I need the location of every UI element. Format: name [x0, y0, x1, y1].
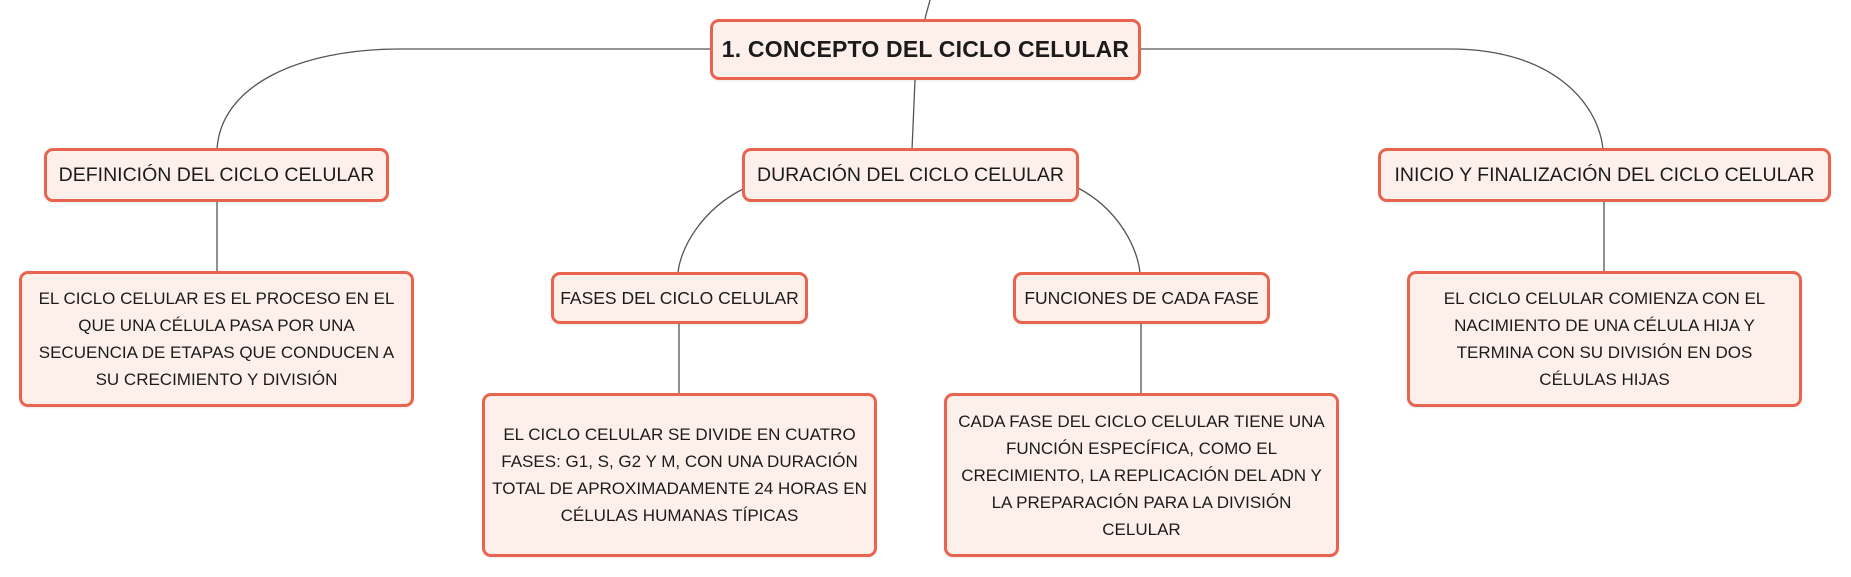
root-topic-label: 1. CONCEPTO DEL CICLO CELULAR	[721, 36, 1130, 62]
detail-funciones[interactable]: CADA FASE DEL CICLO CELULAR TIENE UNA FU…	[944, 393, 1339, 557]
topic-duracion-label: DURACIÓN DEL CICLO CELULAR	[756, 163, 1064, 186]
connector-duracion-to-funciones	[1077, 187, 1141, 274]
topic-funciones[interactable]: FUNCIONES DE CADA FASE	[1013, 272, 1270, 324]
topic-definicion[interactable]: DEFINICIÓN DEL CICLO CELULAR	[44, 148, 389, 202]
topic-funciones-label: FUNCIONES DE CADA FASE	[1024, 287, 1259, 308]
detail-inicio-text: EL CICLO CELULAR COMIENZA CON EL NACIMIE…	[1443, 289, 1766, 389]
topic-duracion[interactable]: DURACIÓN DEL CICLO CELULAR	[742, 148, 1079, 202]
connector-root-to-definicion	[216, 48, 710, 151]
topic-fases-label: FASES DEL CICLO CELULAR	[560, 287, 799, 308]
detail-inicio[interactable]: EL CICLO CELULAR COMIENZA CON EL NACIMIE…	[1407, 271, 1802, 407]
detail-definicion-text: EL CICLO CELULAR ES EL PROCESO EN EL QUE…	[38, 289, 395, 389]
connector-parent-to-root	[924, 0, 931, 20]
detail-definicion[interactable]: EL CICLO CELULAR ES EL PROCESO EN EL QUE…	[19, 271, 414, 407]
topic-definicion-label: DEFINICIÓN DEL CICLO CELULAR	[58, 163, 375, 186]
topic-fases[interactable]: FASES DEL CICLO CELULAR	[551, 272, 808, 324]
connector-root-to-duracion	[911, 79, 916, 151]
root-topic[interactable]: 1. CONCEPTO DEL CICLO CELULAR	[710, 19, 1141, 80]
topic-inicio[interactable]: INICIO Y FINALIZACIÓN DEL CICLO CELULAR	[1378, 148, 1831, 202]
detail-fases-text: EL CICLO CELULAR SE DIVIDE EN CUATRO FAS…	[492, 425, 867, 525]
detail-funciones-text: CADA FASE DEL CICLO CELULAR TIENE UNA FU…	[958, 411, 1325, 539]
detail-fases[interactable]: EL CICLO CELULAR SE DIVIDE EN CUATRO FAS…	[482, 393, 877, 557]
connector-root-to-inicio	[1141, 48, 1604, 151]
topic-inicio-label: INICIO Y FINALIZACIÓN DEL CICLO CELULAR	[1394, 163, 1815, 186]
connector-duracion-to-fases	[677, 187, 746, 274]
